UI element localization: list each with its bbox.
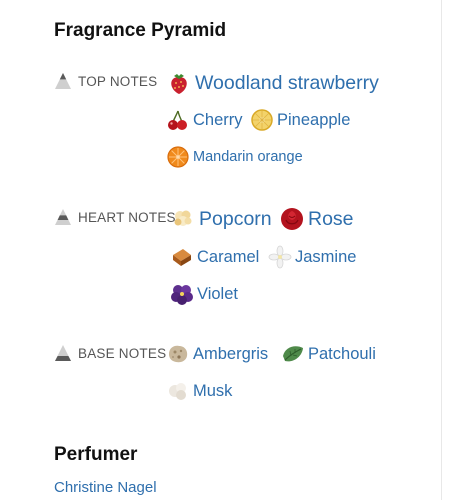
right-divider: [441, 0, 442, 500]
note-label: Patchouli: [308, 344, 376, 363]
cherry-icon: [168, 110, 187, 130]
ambergris-icon: [169, 345, 188, 363]
pyramid-title: Fragrance Pyramid: [54, 20, 227, 41]
top-notes-text: TOP NOTES: [78, 73, 158, 89]
strawberry-icon: [171, 74, 187, 94]
note-rose[interactable]: Rose: [279, 206, 354, 232]
note-woodland-strawberry[interactable]: Woodland strawberry: [166, 70, 379, 96]
note-cherry[interactable]: Cherry: [166, 108, 243, 132]
note-mandarin-orange[interactable]: Mandarin orange: [166, 145, 303, 169]
mandarin-orange-icon: [167, 146, 189, 168]
note-label: Ambergris: [193, 344, 269, 363]
note-patchouli[interactable]: Patchouli: [281, 342, 376, 366]
patchouli-icon: [283, 346, 303, 362]
heart-notes-label: HEART NOTES: [54, 208, 176, 226]
note-popcorn[interactable]: Popcorn: [170, 206, 272, 232]
note-label: Musk: [193, 381, 233, 400]
note-label: Rose: [308, 207, 354, 230]
top-notes-label: TOP NOTES: [54, 72, 157, 90]
pyramid-heart-icon: [55, 209, 71, 225]
perfumer-link[interactable]: Christine Nagel: [54, 479, 157, 496]
note-label: Woodland strawberry: [195, 71, 379, 94]
pyramid-top-icon: [55, 73, 71, 89]
perfumer-title: Perfumer: [54, 444, 138, 465]
violet-icon: [171, 285, 193, 305]
note-label: Cherry: [193, 110, 243, 129]
rose-icon: [281, 208, 303, 230]
note-label: Mandarin orange: [193, 149, 303, 165]
note-caramel[interactable]: Caramel: [170, 245, 259, 269]
note-jasmine[interactable]: Jasmine: [268, 245, 356, 269]
base-notes-text: BASE NOTES: [78, 345, 167, 361]
musk-icon: [169, 383, 186, 400]
note-label: Pineapple: [277, 110, 351, 129]
popcorn-icon: [174, 210, 192, 226]
pyramid-base-icon: [55, 345, 71, 361]
jasmine-icon: [268, 245, 292, 269]
note-label: Caramel: [197, 247, 260, 266]
base-notes-label: BASE NOTES: [54, 344, 166, 362]
note-ambergris[interactable]: Ambergris: [166, 342, 268, 366]
note-label: Popcorn: [199, 207, 272, 230]
pineapple-icon: [251, 109, 273, 131]
note-pineapple[interactable]: Pineapple: [250, 108, 350, 132]
caramel-icon: [173, 249, 191, 266]
note-label: Jasmine: [295, 247, 357, 266]
note-musk[interactable]: Musk: [166, 379, 232, 403]
note-label: Violet: [197, 284, 238, 303]
heart-notes-text: HEART NOTES: [78, 209, 176, 225]
note-violet[interactable]: Violet: [170, 282, 238, 306]
